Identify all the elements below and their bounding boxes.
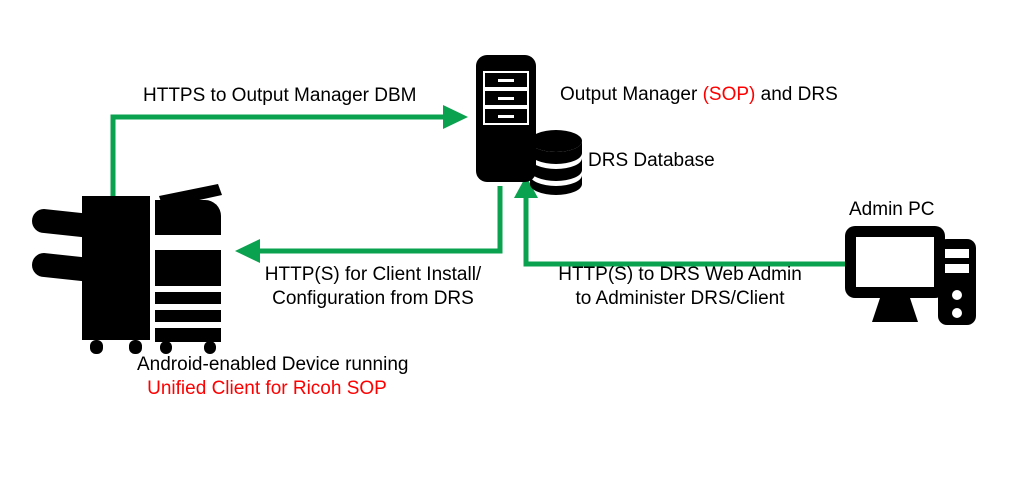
connector-server-to-device — [235, 186, 503, 263]
server-caption-sop: (SOP) — [702, 84, 756, 105]
server-caption-part3: and DRS — [755, 84, 838, 105]
connector-label-adminpc-to-server: HTTP(S) to DRS Web Admin to Administer D… — [556, 263, 804, 311]
server-tower-icon — [476, 55, 536, 182]
connector-label-server-to-device-line1: HTTP(S) for Client Install/ — [264, 264, 482, 285]
admin-pc-caption: Admin PC — [849, 199, 935, 220]
database-caption: DRS Database — [588, 150, 715, 171]
arrowhead-left-icon — [235, 239, 260, 263]
device-caption-line1: Android-enabled Device running — [137, 354, 409, 375]
connector-label-adminpc-to-server-line2: to Administer DRS/Client — [575, 288, 785, 309]
device-caption: Android-enabled Device running Unified C… — [137, 353, 409, 401]
connector-device-to-server — [110, 105, 468, 196]
arrowhead-up-icon — [514, 176, 538, 198]
connector-label-adminpc-to-server-line1: HTTP(S) to DRS Web Admin — [558, 264, 802, 285]
desktop-computer-icon — [845, 226, 976, 325]
connector-label-device-to-server: HTTPS to Output Manager DBM — [143, 85, 417, 106]
database-cylinder-icon — [530, 130, 582, 195]
multifunction-printer-icon — [32, 184, 222, 354]
arrowhead-right-icon — [443, 105, 468, 129]
device-caption-line2: Unified Client for Ricoh SOP — [147, 378, 387, 399]
connector-label-server-to-device: HTTP(S) for Client Install/ Configuratio… — [255, 263, 491, 311]
server-caption: Output Manager (SOP) and DRS — [560, 83, 838, 107]
connector-label-server-to-device-line2: Configuration from DRS — [272, 288, 474, 309]
connector-adminpc-to-server — [514, 176, 848, 267]
server-caption-part1: Output Manager — [560, 84, 703, 105]
